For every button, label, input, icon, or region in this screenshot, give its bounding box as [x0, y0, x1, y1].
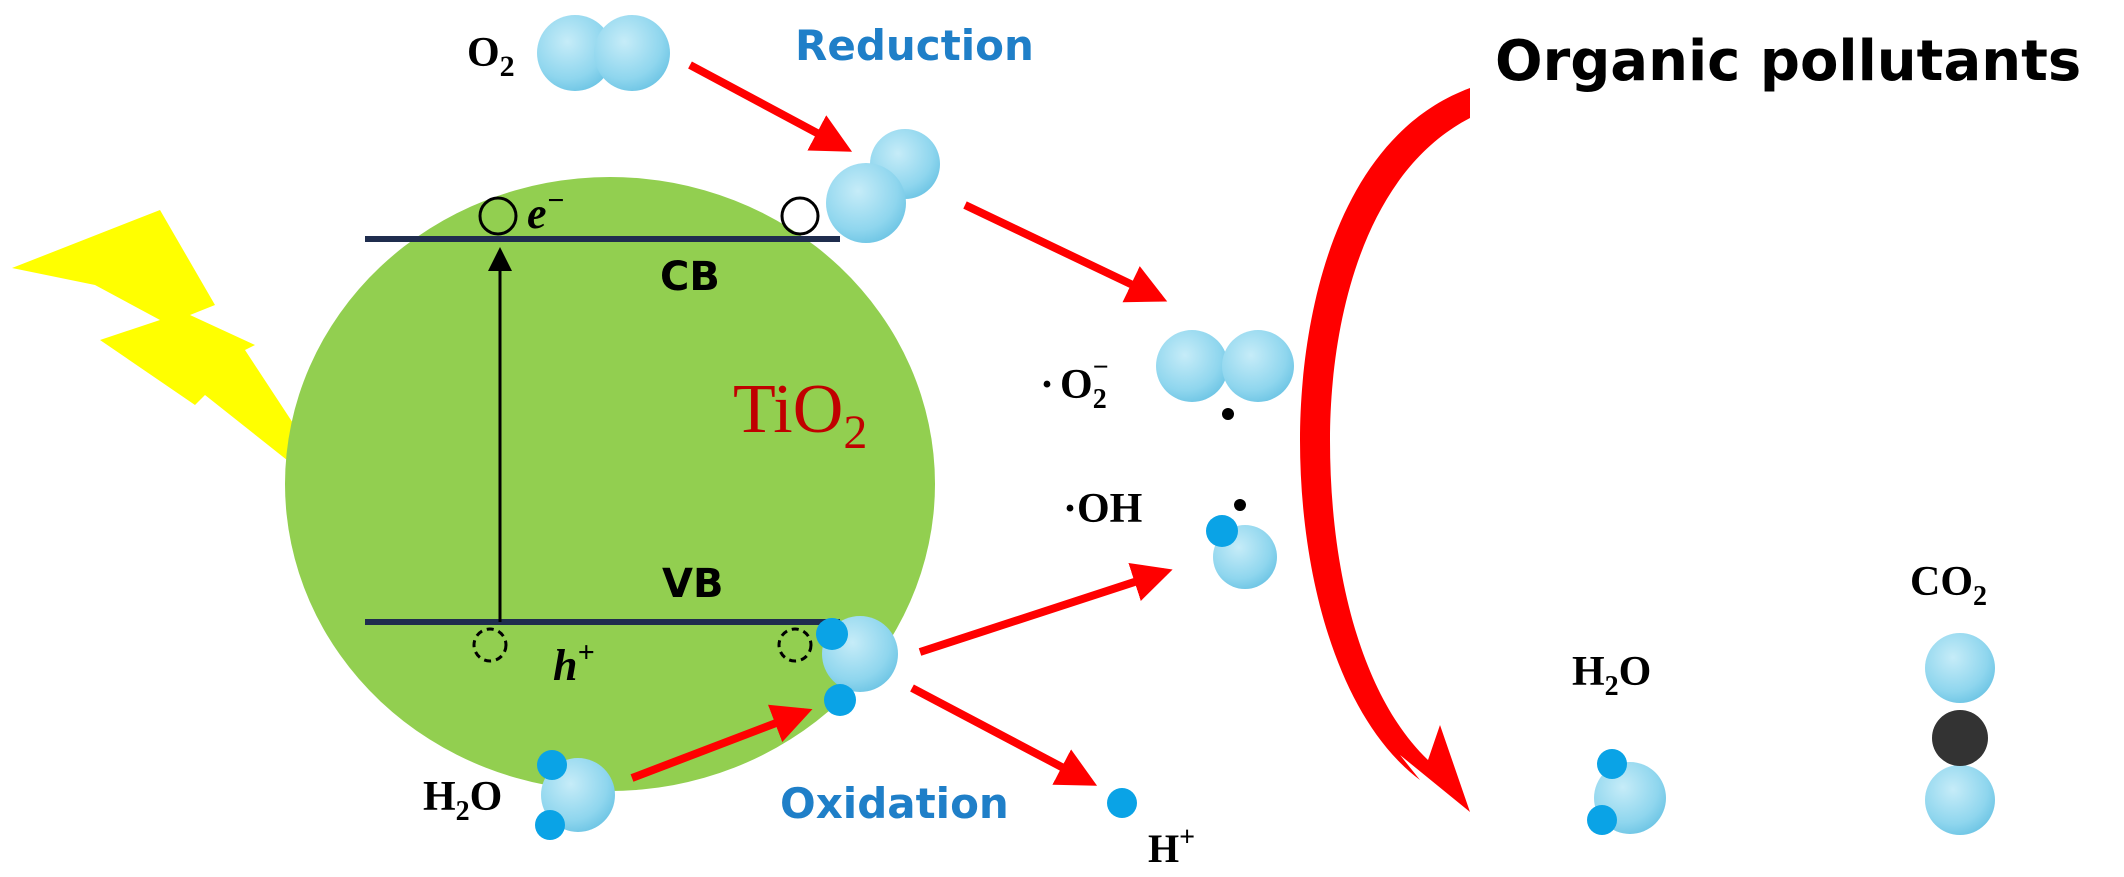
proton-label: H+	[1148, 822, 1195, 871]
adsorbed-o2-molecule-icon	[826, 129, 940, 243]
electron-circle	[780, 196, 820, 236]
lightning-bolt-icon	[12, 210, 350, 510]
arrow-icon	[630, 704, 813, 782]
electron-circle	[478, 196, 518, 236]
arrow-icon	[963, 201, 1168, 303]
superoxide-molecule-icon	[1156, 330, 1294, 420]
hole-label: h+	[553, 636, 595, 690]
o2-label: O2	[467, 30, 515, 83]
hole-circle	[777, 627, 813, 663]
oxidation-label: Oxidation	[780, 779, 1009, 828]
reduction-label: Reduction	[795, 21, 1034, 70]
superoxide-label: ·O2−	[1040, 352, 1109, 415]
h2o-molecule-icon	[535, 750, 615, 840]
adsorbed-h2o-molecule-icon	[816, 616, 898, 716]
h2o-product-molecule-icon	[1587, 749, 1666, 835]
electron-label: e−	[527, 184, 565, 238]
arrow-icon	[918, 562, 1173, 656]
h2o-product-label: H2O	[1572, 649, 1651, 702]
degradation-arrow-icon	[1300, 88, 1470, 812]
co2-product-molecule-icon	[1925, 633, 1995, 835]
arrow-icon	[910, 684, 1098, 786]
cb-label: CB	[660, 254, 720, 300]
proton-icon	[1107, 788, 1137, 818]
hole-circle	[472, 627, 508, 663]
arrow-icon	[688, 61, 853, 152]
hydroxyl-label: ·OH	[1063, 486, 1142, 532]
hydroxyl-molecule-icon	[1206, 499, 1277, 589]
o2-molecule-icon	[537, 15, 670, 91]
vb-label: VB	[662, 561, 723, 607]
tio2-label: TiO2	[733, 371, 867, 459]
co2-product-label: CO2	[1910, 559, 1987, 612]
h2o-left-label: H2O	[423, 774, 502, 827]
organic-pollutants-title: Organic pollutants	[1495, 29, 2081, 94]
tio2-particle	[285, 177, 935, 791]
